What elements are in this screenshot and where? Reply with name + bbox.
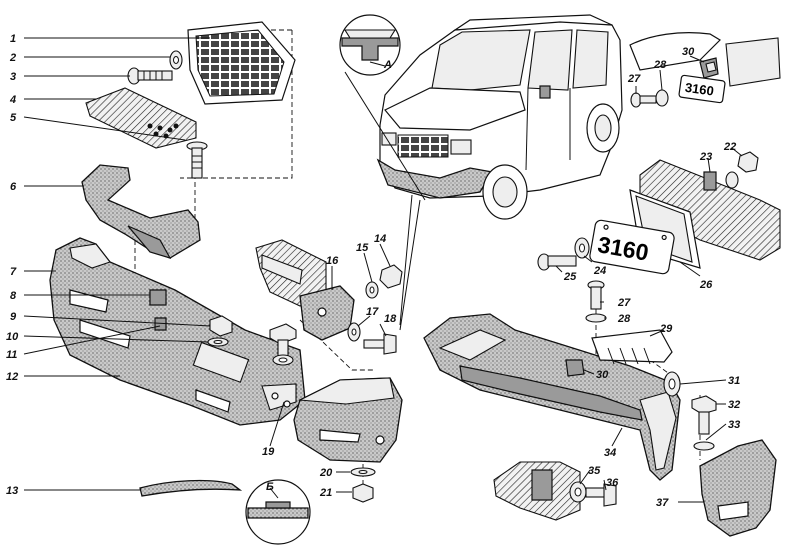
part-35-washer xyxy=(569,481,587,503)
detail-a: А xyxy=(339,14,401,76)
detail-b-letter: Б xyxy=(266,481,274,493)
callout-36: 36 xyxy=(606,477,619,489)
part-17-washer xyxy=(347,322,361,342)
callout-28: 28 xyxy=(617,313,631,325)
front-bumper-assembly xyxy=(49,237,306,426)
callout-27: 27 xyxy=(617,297,631,309)
callout-16: 16 xyxy=(326,255,339,267)
callout-23: 23 xyxy=(699,151,712,163)
callout-8: 8 xyxy=(10,290,17,302)
part-22-nut xyxy=(737,151,759,173)
callout-labels-left: 1 2 3 4 5 6 7 8 9 10 11 12 13 xyxy=(6,33,19,497)
callout-30-top: 30 xyxy=(682,46,695,58)
detail-a-letter: А xyxy=(383,59,392,71)
part-33-washer xyxy=(693,441,715,451)
callout-18: 18 xyxy=(384,313,397,325)
center-washer xyxy=(272,354,294,366)
bumper-end-cap xyxy=(293,377,403,463)
part-18-bolt xyxy=(363,333,397,355)
detail-b: Б xyxy=(245,479,311,545)
part-3-screw xyxy=(127,67,173,85)
callout-25: 25 xyxy=(563,271,577,283)
part-14-nut xyxy=(379,264,403,289)
callout-34: 34 xyxy=(604,447,616,459)
part-20-washer xyxy=(350,467,376,477)
callout-30: 30 xyxy=(596,369,609,381)
part-15-washer xyxy=(365,281,379,299)
part-16-bracket xyxy=(299,285,355,341)
part-24-washer xyxy=(574,237,590,259)
callout-19: 19 xyxy=(262,446,275,458)
callout-labels-top-right: 27 28 30 xyxy=(627,46,695,85)
callout-21: 21 xyxy=(319,487,332,499)
part-28-washer xyxy=(585,313,607,323)
callout-11: 11 xyxy=(6,349,17,361)
callout-12: 12 xyxy=(6,371,18,383)
rear-clip-bracket xyxy=(703,171,717,191)
callout-27-top: 27 xyxy=(627,73,641,85)
callout-1: 1 xyxy=(10,33,16,45)
callout-3: 3 xyxy=(10,71,16,83)
part-1-grille xyxy=(187,21,296,105)
small-license-plate-text: 3160 xyxy=(684,80,715,99)
part-27-bolt xyxy=(587,280,605,310)
callout-17: 17 xyxy=(366,306,379,318)
rear-license-plate: 3160 xyxy=(589,219,675,275)
part-36-bolt xyxy=(585,483,617,507)
callout-labels-center: 14 15 16 17 18 19 20 21 xyxy=(262,233,397,499)
callout-10: 10 xyxy=(6,331,19,343)
callout-28-top: 28 xyxy=(653,59,667,71)
part-37-rear-end-cap xyxy=(699,439,777,537)
callout-leader-lines xyxy=(23,37,743,503)
part-21-nut xyxy=(352,483,374,503)
callout-14: 14 xyxy=(374,233,386,245)
callout-29: 29 xyxy=(659,323,673,335)
license-plate-light-assembly: 3160 xyxy=(629,32,781,108)
part-6-bracket xyxy=(81,164,201,259)
part-25-bolt xyxy=(537,253,577,271)
callout-32: 32 xyxy=(728,399,740,411)
part-13-seal-strip xyxy=(139,479,243,497)
callout-33: 33 xyxy=(728,419,740,431)
part-9-nut xyxy=(209,315,233,337)
callout-26: 26 xyxy=(699,279,713,291)
rear-bumper-assembly xyxy=(423,313,681,481)
callout-13: 13 xyxy=(6,485,18,497)
callout-24: 24 xyxy=(593,265,606,277)
callout-37: 37 xyxy=(656,497,669,509)
callout-35: 35 xyxy=(588,465,601,477)
part-10-washer xyxy=(207,337,229,347)
callout-6: 6 xyxy=(10,181,17,193)
callout-4: 4 xyxy=(9,94,16,106)
part-5-bolt xyxy=(186,141,208,179)
callout-15: 15 xyxy=(356,242,369,254)
callout-2: 2 xyxy=(9,52,16,64)
vehicle-illustration xyxy=(344,14,623,220)
callout-labels-right: 22 23 24 25 26 27 28 29 30 31 32 33 34 3… xyxy=(563,141,740,509)
part-34-bracket xyxy=(493,461,581,521)
callout-5: 5 xyxy=(10,112,17,124)
part-2-washer xyxy=(169,50,183,70)
callout-20: 20 xyxy=(319,467,333,479)
part-32-bolt xyxy=(691,395,717,435)
callout-7: 7 xyxy=(10,266,17,278)
callout-9: 9 xyxy=(10,311,17,323)
callout-22: 22 xyxy=(723,141,736,153)
callout-31: 31 xyxy=(728,375,740,387)
part-23-washer xyxy=(725,171,739,189)
center-bolt xyxy=(269,323,297,365)
